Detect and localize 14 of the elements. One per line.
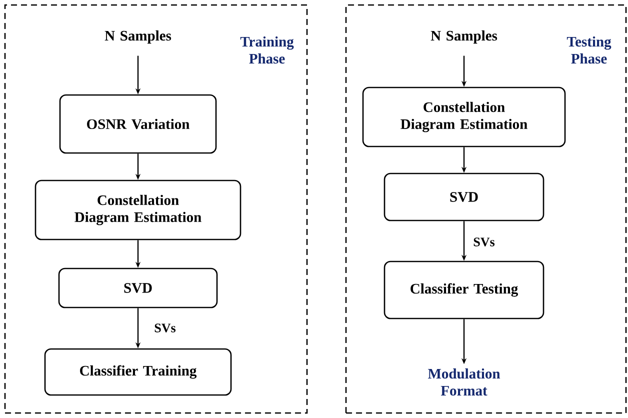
process-box: Classifier Training bbox=[44, 348, 232, 396]
input-label: N Samples bbox=[104, 30, 172, 44]
phase-title: Training Phase bbox=[240, 36, 294, 64]
output-label: Modulation Format bbox=[428, 368, 500, 396]
input-label: N Samples bbox=[430, 30, 498, 44]
edge-label: SVs bbox=[154, 324, 176, 332]
process-box: SVD bbox=[58, 268, 218, 308]
process-box: Classifier Testing bbox=[384, 260, 544, 320]
process-box: Constellation Diagram Estimation bbox=[34, 180, 242, 240]
phase-title: Testing Phase bbox=[566, 36, 612, 64]
edge-label: SVs bbox=[474, 238, 495, 246]
process-box: Constellation Diagram Estimation bbox=[362, 86, 566, 148]
process-box: OSNR Variation bbox=[59, 94, 217, 154]
process-box: SVD bbox=[384, 172, 544, 222]
